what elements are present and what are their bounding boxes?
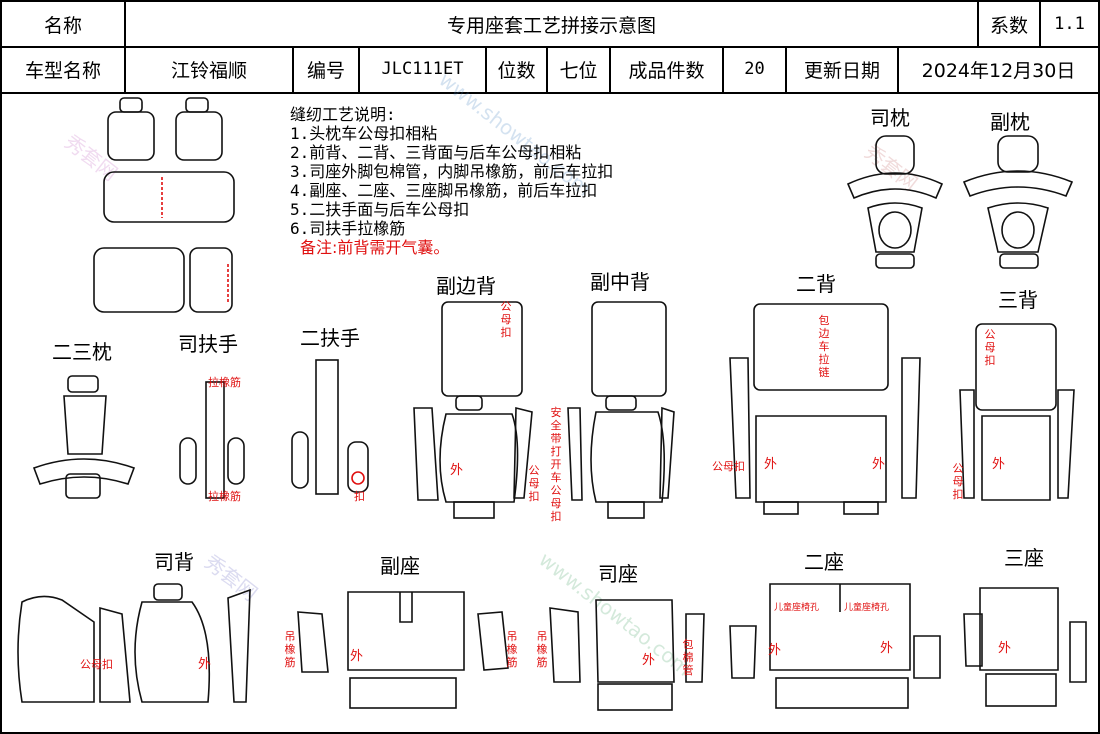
outer-mark: 外 <box>880 641 894 656</box>
note-hang-elastic-right: 吊橡筋 <box>506 630 518 669</box>
passenger-seat-pattern <box>297 591 509 709</box>
note-item: 3.司座外脚包棉管，内脚吊橡筋，前后车拉扣 <box>290 162 614 181</box>
label-second-back: 二背 <box>796 272 836 296</box>
label-second-armrest: 二扶手 <box>300 326 360 350</box>
date-value: 2024年12月30日 <box>921 59 1076 82</box>
outer-mark: 外 <box>764 457 778 472</box>
passenger-headrest-pattern <box>962 135 1074 269</box>
outer-mark: 外 <box>642 653 656 668</box>
label-driver-headrest: 司枕 <box>870 106 910 130</box>
note-snap-second-back: 公母扣 <box>712 460 745 473</box>
model-value: 江铃福顺 <box>126 46 294 92</box>
sewing-notes: 缝纫工艺说明: 1.头枕车公母扣相粘 2.前背、二背、三背面与后车公母扣相粘 3… <box>290 105 613 257</box>
driver-headrest-pattern <box>846 135 944 269</box>
second-back-pattern <box>729 303 921 515</box>
note-snap-side-back: 公母扣 <box>500 300 512 339</box>
note-item: 4.副座、二座、三座脚吊橡筋，前后车拉扣 <box>290 181 598 200</box>
header-row-1: 名称 专用座套工艺拼接示意图 系数 1.1 <box>2 2 1098 48</box>
note-snap-side: 公母扣 <box>528 464 540 503</box>
sheet-title: 专用座套工艺拼接示意图 <box>126 2 979 46</box>
note-foam-pipe: 包棉管 <box>682 638 694 677</box>
note-child-seat-right: 儿童座椅孔 <box>844 603 890 613</box>
label-passenger-middle-back: 副中背 <box>590 270 650 294</box>
note-pull-elastic-bottom: 拉橡筋 <box>208 490 241 503</box>
label-passenger-side-back: 副边背 <box>436 274 496 298</box>
outer-mark: 外 <box>198 657 212 672</box>
pieces-value: 20 <box>724 46 787 92</box>
label-passenger-headrest: 副枕 <box>990 110 1030 134</box>
note-edge-snap: 包边车拉链 <box>818 314 830 379</box>
outer-mark: 外 <box>450 463 464 478</box>
label-passenger-seat: 副座 <box>380 554 420 578</box>
seats-value: 七位 <box>548 46 611 92</box>
outer-mark: 外 <box>872 457 886 472</box>
driver-seat-pattern <box>549 599 705 711</box>
note-hang-elastic-driver: 吊橡筋 <box>536 630 548 669</box>
passenger-middle-back-pattern <box>567 301 675 519</box>
label-driver-seat: 司座 <box>598 562 638 586</box>
note-snap-driver-back: 公母扣 <box>80 658 113 671</box>
second-armrest-pattern <box>291 359 369 495</box>
note-pull-elastic-top: 拉橡筋 <box>208 376 241 389</box>
third-back-pattern <box>959 323 1075 501</box>
coef-label: 系数 <box>979 2 1041 46</box>
model-label: 车型名称 <box>2 46 126 92</box>
pieces-label: 成品件数 <box>611 46 724 92</box>
outer-mark: 外 <box>350 649 364 664</box>
coef-value: 1.1 <box>1054 14 1085 34</box>
notes-title: 缝纫工艺说明: <box>290 105 396 124</box>
seat-thumbnail <box>93 97 235 313</box>
label-second-third-headrest: 二三枕 <box>52 340 112 364</box>
note-item: 5.二扶手面与后车公母扣 <box>290 200 470 219</box>
note-item: 6.司扶手拉橡筋 <box>290 219 406 238</box>
seats-label: 位数 <box>487 46 548 92</box>
label-driver-back: 司背 <box>154 550 194 574</box>
second-seat-pattern <box>729 583 941 709</box>
outer-mark: 外 <box>992 457 1006 472</box>
code-value: JLC111ET <box>360 46 487 92</box>
note-hang-elastic-left: 吊橡筋 <box>284 630 296 669</box>
header-row-2: 车型名称 江铃福顺 编号 JLC111ET 位数 七位 成品件数 20 更新日期… <box>2 46 1098 94</box>
note-item: 2.前背、二背、三背面与后车公母扣相粘 <box>290 143 582 162</box>
label-third-seat: 三座 <box>1004 546 1044 570</box>
driver-armrest-pattern <box>179 381 245 499</box>
outer-mark: 外 <box>998 641 1012 656</box>
label-driver-armrest: 司扶手 <box>178 332 238 356</box>
outer-mark: 外 <box>768 643 782 658</box>
second-third-headrest-pattern <box>32 375 136 499</box>
notes-remark: 备注:前背需开气囊。 <box>300 238 450 257</box>
passenger-side-back-pattern <box>413 301 533 519</box>
note-seatbelt: 安全带打开车公母扣 <box>550 406 562 523</box>
note-buckle: 扣 <box>354 490 365 503</box>
name-label: 名称 <box>2 2 126 46</box>
note-snap-third-side: 公母扣 <box>952 462 964 501</box>
note-child-seat-left: 儿童座椅孔 <box>774 603 820 613</box>
date-label: 更新日期 <box>787 46 899 92</box>
note-snap-third-back: 公母扣 <box>984 328 996 367</box>
third-seat-pattern <box>963 587 1087 707</box>
note-item: 1.头枕车公母扣相粘 <box>290 124 438 143</box>
code-label: 编号 <box>294 46 360 92</box>
driver-back-pattern <box>17 583 251 703</box>
label-third-back: 三背 <box>998 288 1038 312</box>
label-second-seat: 二座 <box>804 550 844 574</box>
